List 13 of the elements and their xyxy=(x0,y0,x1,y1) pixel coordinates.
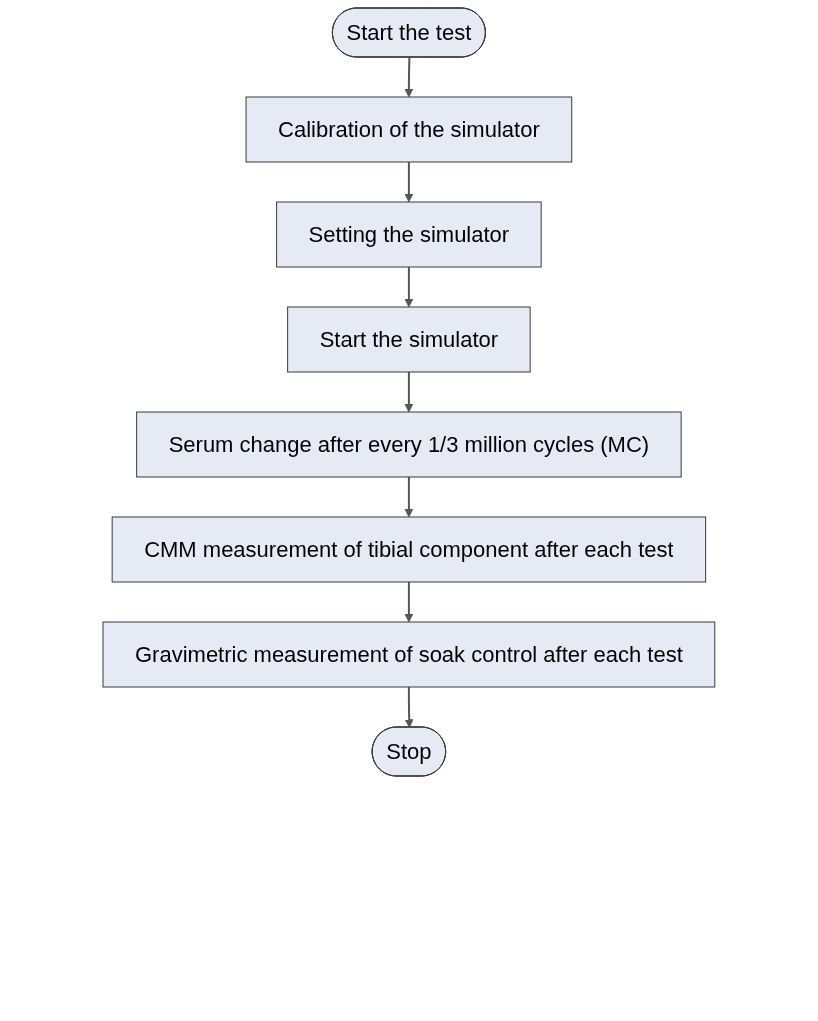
node-box: Serum change after every 1/3 million cycles (MC) xyxy=(136,411,682,478)
arrow xyxy=(404,371,414,413)
arrow xyxy=(404,56,414,98)
arrow xyxy=(404,476,414,518)
node-box: CMM measurement of tibial component after each test xyxy=(111,516,707,583)
node-box: Gravimetric measurement of soak control after each test xyxy=(102,621,716,688)
node-box: Start the simulator xyxy=(287,306,531,373)
arrow xyxy=(404,161,414,203)
arrow xyxy=(404,266,414,308)
arrow xyxy=(404,581,414,623)
arrow xyxy=(404,686,414,728)
node-box: Calibration of the simulator xyxy=(245,96,573,163)
node-box: Setting the simulator xyxy=(276,201,542,268)
